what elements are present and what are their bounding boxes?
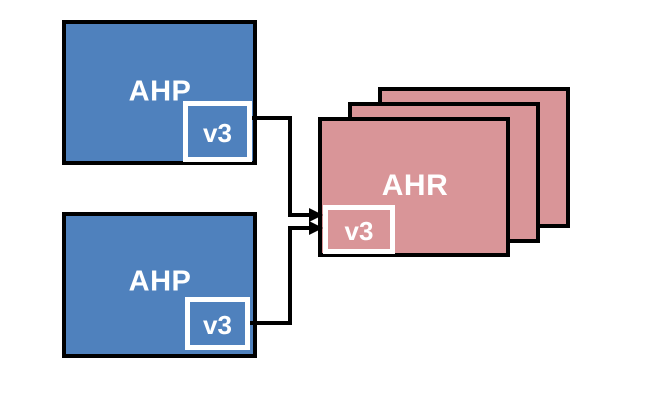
- ahp-bottom-v3-badge: v3: [185, 297, 250, 350]
- ahr-label: AHR: [381, 169, 449, 202]
- ahp-top-v3-badge-label: v3: [203, 118, 232, 148]
- connector-ahp-top-to-ahr: [252, 116, 323, 222]
- ahp-bottom-box: AHP v3: [62, 212, 257, 358]
- ahp-top-v3-badge: v3: [183, 101, 252, 162]
- ahp-bottom-label: AHP: [128, 265, 192, 298]
- ahp-top-box: AHP v3: [62, 20, 257, 165]
- ahr-v3-badge: v3: [323, 205, 395, 254]
- connector-ahp-bottom-to-ahr: [250, 221, 323, 325]
- ahp-bottom-v3-badge-label: v3: [203, 310, 232, 340]
- ahp-top-label: AHP: [128, 75, 192, 108]
- ahr-v3-badge-label: v3: [344, 216, 374, 246]
- ahr-front-box: AHR v3: [318, 117, 510, 257]
